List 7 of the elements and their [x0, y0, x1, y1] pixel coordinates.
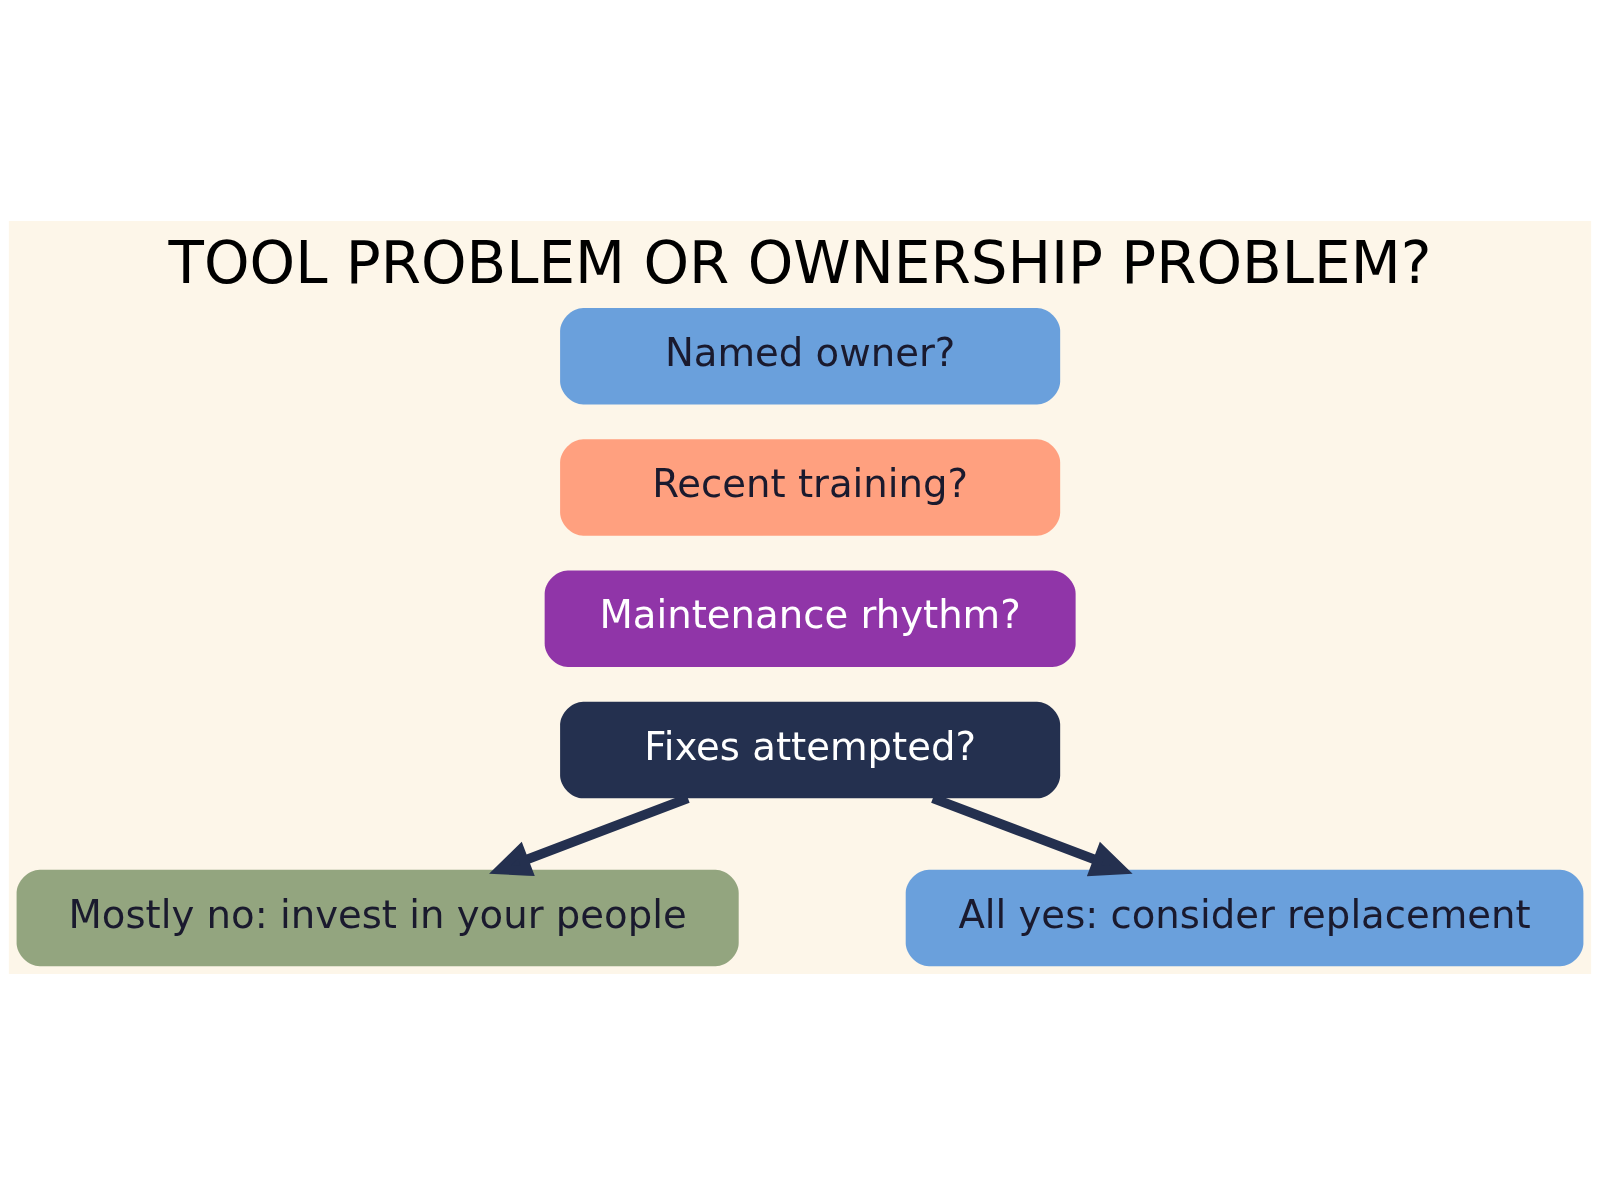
diagram-title: TOOL PROBLEM OR OWNERSHIP PROBLEM? [168, 228, 1432, 297]
node-box: Named owner? [560, 307, 1061, 404]
node-box: All yes: consider replacement [905, 869, 1584, 966]
node-box: Maintenance rhythm? [544, 569, 1076, 667]
node-box: Recent training? [560, 438, 1061, 536]
node-box: Mostly no: invest in your people [16, 869, 739, 966]
node-box: Fixes attempted? [560, 701, 1061, 798]
